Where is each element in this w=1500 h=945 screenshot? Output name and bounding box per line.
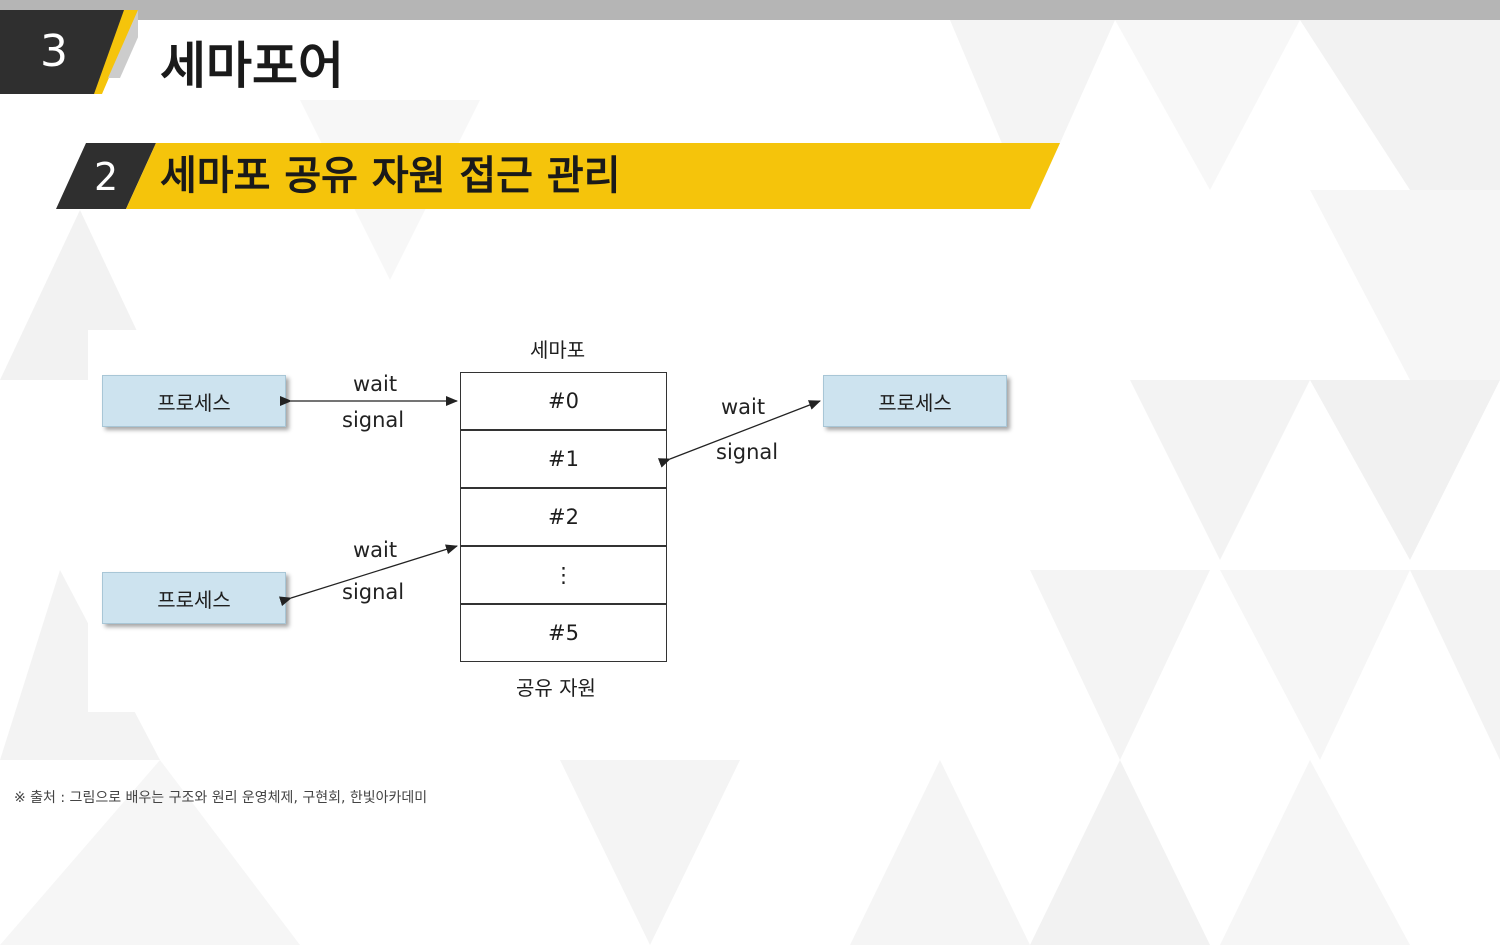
signal-label-left-top: signal bbox=[342, 408, 405, 432]
arrow-left-bottom bbox=[279, 544, 458, 607]
process-box-left-bottom: 프로세스 bbox=[102, 572, 286, 624]
arrow-right bbox=[657, 400, 821, 468]
resource-cell-2: #2 bbox=[460, 488, 667, 546]
process-box-right: 프로세스 bbox=[823, 375, 1007, 427]
semaphore-label: 세마포 bbox=[530, 338, 586, 362]
wait-label-left-top: wait bbox=[353, 372, 398, 396]
resource-cell-1: #1 bbox=[460, 430, 667, 488]
section-number: 2 bbox=[94, 155, 119, 199]
diagram-arrows bbox=[279, 396, 821, 607]
source-caption: ※ 출처 : 그림으로 배우는 구조와 원리 운영체제, 구현회, 한빛아카데미 bbox=[14, 790, 428, 806]
semaphore-diagram: 세마포 #0 #1 #2 ⋮ #5 공유 자원 프로세스 프로세스 프로세스 w… bbox=[88, 330, 1028, 712]
wait-label-right: wait bbox=[721, 395, 766, 419]
signal-label-left-bottom: signal bbox=[342, 580, 405, 604]
chapter-number-badge bbox=[0, 10, 138, 94]
section-header-band bbox=[56, 143, 1060, 209]
top-bar bbox=[0, 0, 1500, 20]
wait-label-left-bottom: wait bbox=[353, 538, 398, 562]
resource-cell-ellipsis: ⋮ bbox=[460, 546, 667, 604]
chapter-title: 세마포어 bbox=[160, 37, 344, 95]
resource-cell-0: #0 bbox=[460, 372, 667, 430]
chapter-number: 3 bbox=[40, 26, 68, 77]
resource-cell-5: #5 bbox=[460, 604, 667, 662]
section-title: 세마포 공유 자원 접근 관리 bbox=[160, 153, 621, 199]
signal-label-right: signal bbox=[716, 440, 779, 464]
shared-resource-label: 공유 자원 bbox=[516, 676, 596, 700]
